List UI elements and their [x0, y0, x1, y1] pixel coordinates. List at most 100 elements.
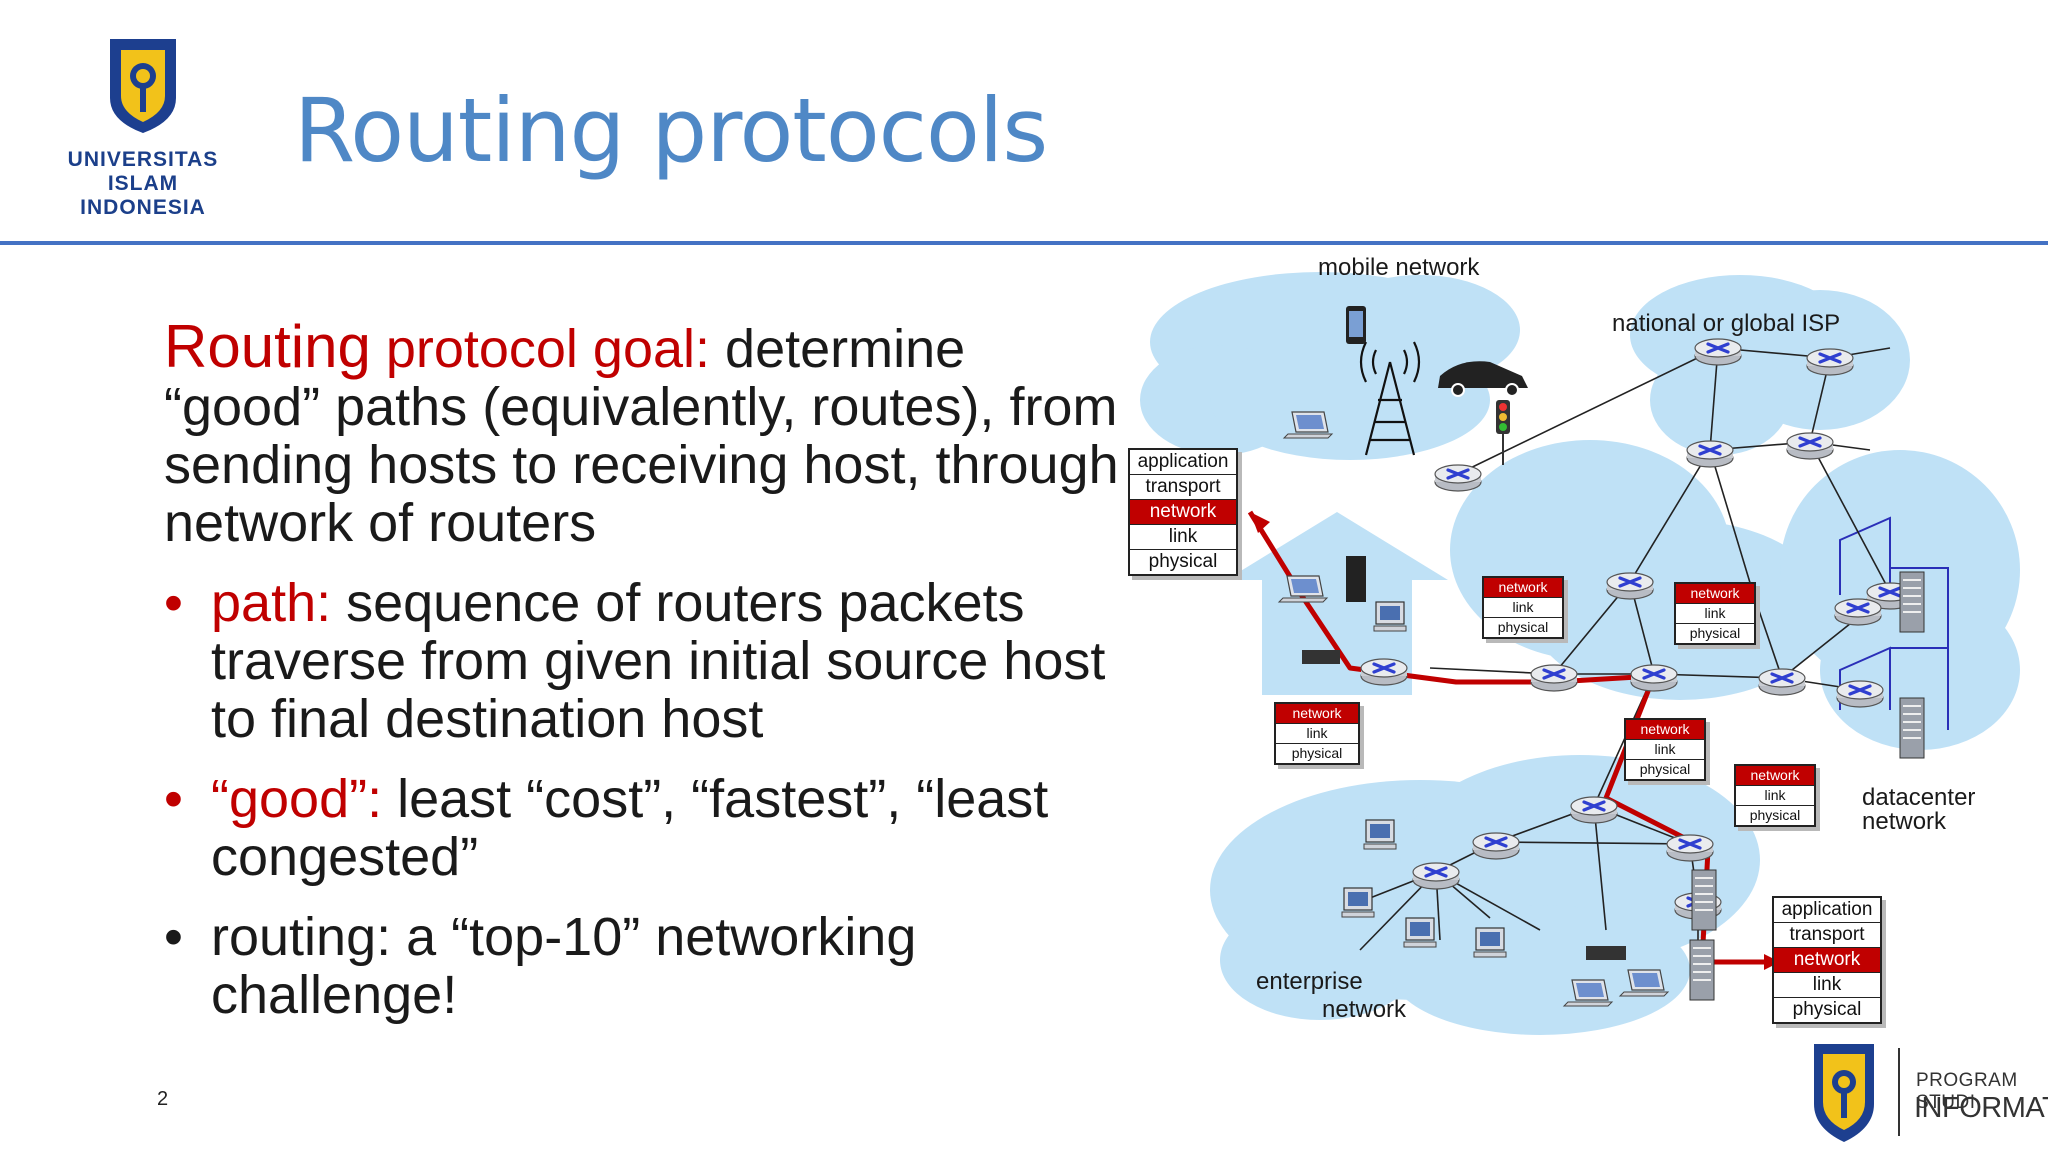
home-devices [1278, 556, 1409, 687]
university-crest-icon [110, 39, 176, 134]
router-core-2 [1529, 663, 1579, 693]
layer-link: link [1276, 723, 1358, 743]
router-stack-home: network link physical [1274, 702, 1360, 765]
datacenter-server-2-icon [1899, 697, 1925, 759]
slide-body: Routing protocol goal: determine “good” … [164, 317, 1134, 1025]
router-enterprise-1 [1569, 795, 1619, 825]
layer-physical: physical [1130, 549, 1236, 574]
layer-transport: transport [1774, 922, 1880, 947]
router-core-1 [1605, 571, 1655, 601]
bullet-text: sequence of routers packets traverse fro… [211, 573, 1106, 749]
network-diagram-canvas [1140, 272, 2020, 1035]
layer-link: link [1676, 603, 1754, 623]
university-logo: UNIVERSITAS ISLAM INDONESIA [48, 36, 238, 226]
layer-network: network [1736, 766, 1814, 785]
enterprise-pc-3-icon [1403, 917, 1437, 948]
footer-divider [1898, 1048, 1900, 1136]
enterprise-pc-4-icon [1473, 927, 1507, 958]
label-datacenter-line-1: datacenter [1862, 784, 1976, 811]
label-datacenter-line-2: network [1862, 808, 1947, 835]
layer-physical: physical [1676, 623, 1754, 643]
intro-text: determine “good” paths (equivalently, ro… [164, 319, 1119, 553]
datacenter-router-2 [1835, 679, 1885, 709]
datacenter-router-1 [1833, 597, 1883, 627]
label-enterprise-line-1: enterprise [1256, 968, 1363, 995]
enterprise-wifi-icon [1586, 946, 1626, 960]
label-isp: national or global ISP [1612, 310, 1841, 337]
logo-text-line-3: INDONESIA [80, 196, 206, 219]
isp-cloud [1630, 275, 1910, 455]
layer-link: link [1774, 972, 1880, 997]
layer-physical: physical [1484, 617, 1562, 637]
footer-program-text: PROGRAM STUDI [1916, 1070, 2018, 1113]
fridge-icon [1346, 556, 1366, 602]
router-stack-enterprise: network link physical [1624, 718, 1706, 781]
label-mobile-network: mobile network [1318, 254, 1480, 281]
layer-physical: physical [1626, 759, 1704, 779]
layer-link: link [1484, 597, 1562, 617]
bullet-good: • “good”: least “cost”, “fastest”, “leas… [164, 770, 1134, 886]
router-isp-3 [1685, 439, 1735, 469]
layer-link: link [1626, 739, 1704, 759]
datacenter-server-1-icon [1899, 571, 1925, 633]
layer-physical: physical [1774, 997, 1880, 1022]
bullet-dot: • [164, 573, 183, 633]
bullet-text: least “cost”, “fastest”, “least congeste… [211, 769, 1049, 887]
layer-network: network [1774, 947, 1880, 972]
enterprise-pc-2-icon [1341, 887, 1375, 918]
network-diagram: mobile network national or global ISP da… [1120, 250, 2048, 1080]
datacenter-cloud [1780, 450, 2020, 750]
wifi-router-icon [1302, 650, 1340, 664]
footer-logo: PROGRAM STUDI INFORMATIKA [1808, 1040, 2048, 1152]
router-isp-4 [1785, 431, 1835, 461]
router-core-3 [1629, 663, 1679, 693]
label-enterprise-line-2: network [1322, 996, 1407, 1023]
router-enterprise-4 [1411, 861, 1461, 891]
layer-application: application [1781, 899, 1873, 920]
bullet-path: • path: sequence of routers packets trav… [164, 574, 1134, 748]
layer-physical: physical [1276, 743, 1358, 763]
logo-text-line-1: UNIVERSITAS [67, 148, 219, 171]
router-enterprise-2 [1471, 831, 1521, 861]
layer-network: network [1626, 720, 1704, 739]
destination-host-stack: application transport network link physi… [1772, 896, 1882, 1024]
slide-title: Routing protocols [294, 79, 1048, 182]
router-stack-core-2: network link physical [1674, 582, 1756, 645]
bullet-term: path: [211, 573, 332, 633]
layer-link: link [1130, 524, 1236, 549]
bullet-challenge: • routing: a “top-10” networking challen… [164, 908, 1134, 1024]
footer-crest-icon [1814, 1044, 1874, 1142]
layer-network: network [1130, 499, 1236, 524]
layer-physical: physical [1736, 805, 1814, 825]
bullet-dot: • [164, 907, 183, 967]
core-network-cloud [1450, 440, 1830, 700]
router-stack-edge: network link physical [1734, 764, 1816, 827]
title-divider [0, 241, 2048, 245]
home-router [1359, 657, 1409, 687]
logo-text-line-2: ISLAM [107, 172, 179, 195]
layer-application: application [1137, 451, 1229, 472]
intro-goal-phrase: protocol goal: [370, 319, 711, 379]
traffic-light-icon [1496, 400, 1510, 465]
router-isp-1 [1693, 337, 1743, 367]
car-icon [1438, 361, 1528, 397]
layer-network: network [1276, 704, 1358, 723]
layer-network: network [1676, 584, 1754, 603]
layer-link: link [1736, 785, 1814, 805]
home-network [1226, 512, 1448, 695]
layer-transport: transport [1130, 474, 1236, 499]
router-core-4 [1757, 667, 1807, 697]
enterprise-server-1-icon [1691, 869, 1717, 931]
intro-routing-word: Routing [164, 313, 371, 380]
intro-paragraph: Routing protocol goal: determine “good” … [164, 317, 1134, 553]
cell-tower-icon [1359, 341, 1421, 456]
mobile-network-cloud [1140, 272, 1520, 460]
bullet-text: routing: a “top-10” networking challenge… [211, 907, 917, 1025]
router-isp-2 [1805, 347, 1855, 377]
smartphone-icon [1346, 306, 1366, 344]
router-enterprise-3 [1665, 833, 1715, 863]
router-stack-core-1: network link physical [1482, 576, 1564, 639]
home-pc-icon [1373, 601, 1407, 632]
layer-network: network [1484, 578, 1562, 597]
bullet-term: “good”: [211, 769, 383, 829]
